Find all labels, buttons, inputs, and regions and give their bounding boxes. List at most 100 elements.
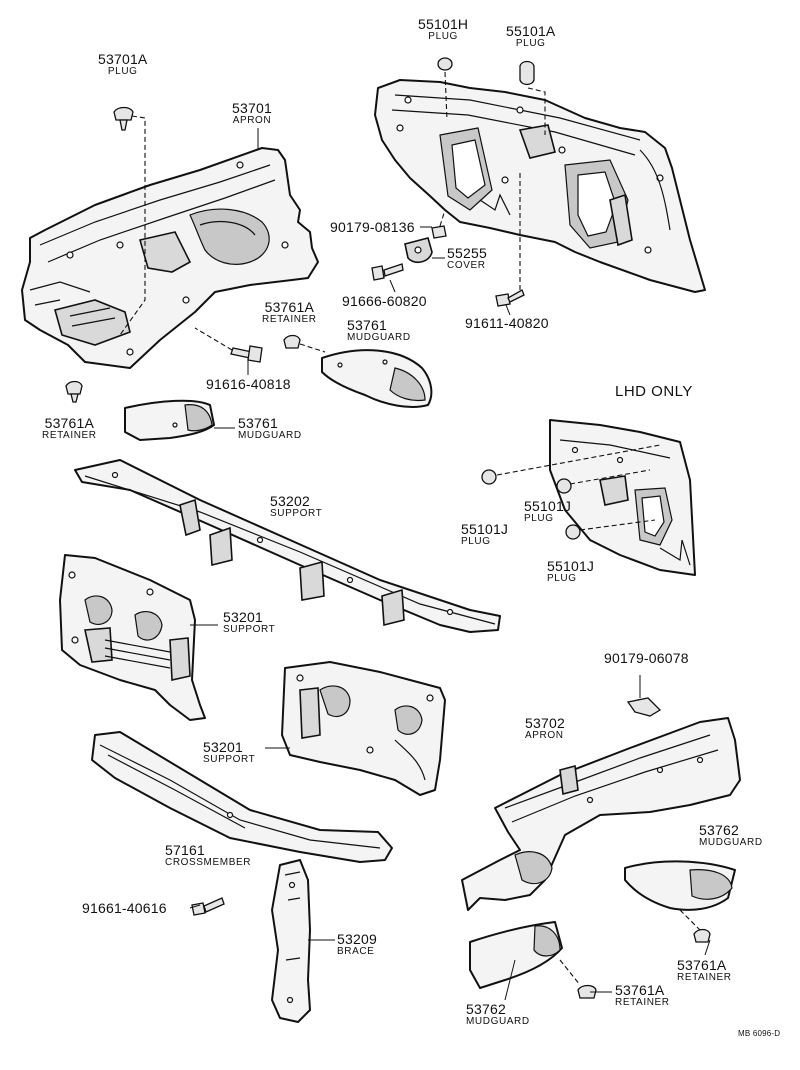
part-number: 53761 [238, 415, 278, 431]
crossmember-57161-part [91, 731, 393, 863]
label-53761-left: 53761 MUDGUARD [238, 416, 302, 441]
part-name: PLUG [515, 38, 546, 49]
support-53202-part [74, 459, 501, 633]
label-55255: 55255 COVER [447, 246, 487, 271]
part-number: 91611-40820 [465, 315, 549, 331]
part-number: 53701A [98, 51, 148, 67]
part-number: 53702 [525, 715, 565, 731]
brace-53209-part [271, 859, 311, 1023]
label-53702: 53702 APRON [525, 716, 565, 741]
retainer-53761A-bottom-fastener [577, 984, 597, 999]
label-91666-60820: 91666-60820 [342, 294, 427, 308]
part-number: 91661-40616 [82, 900, 167, 916]
label-91661-40616: 91661-40616 [82, 901, 167, 915]
part-name: MUDGUARD [699, 837, 763, 848]
plug-53701A-fastener [113, 106, 146, 336]
part-name: PLUG [461, 536, 491, 547]
label-53202: 53202 SUPPORT [270, 494, 322, 519]
part-number: 55101J [524, 498, 572, 514]
label-53201-mid: 53201 SUPPORT [203, 740, 255, 765]
label-55101J-b: 55101J PLUG [524, 499, 571, 524]
retainer-53761A-right-fastener [693, 928, 711, 943]
part-name: SUPPORT [270, 508, 323, 519]
retainer-53761A-left-fastener [65, 380, 83, 403]
label-53209: 53209 BRACE [337, 932, 377, 957]
part-number: 53761A [264, 299, 315, 315]
part-name: PLUG [107, 66, 138, 77]
label-90179-06078: 90179-06078 [604, 651, 689, 665]
label-91616-40818: 91616-40818 [206, 377, 291, 391]
part-number: 55101H [418, 16, 469, 32]
label-53761-top: 53761 MUDGUARD [347, 318, 411, 343]
label-57161: 57161 CROSSMEMBER [165, 843, 251, 868]
label-55101H: 55101H PLUG [418, 17, 468, 42]
part-name: RETAINER [262, 314, 317, 325]
mudguard-53762-bottom-part [469, 921, 581, 989]
mudguard-53762-right-part [624, 860, 736, 931]
part-name: RETAINER [42, 430, 97, 441]
part-number: 91616-40818 [206, 376, 291, 392]
label-53761A-left: 53761A RETAINER [42, 416, 97, 441]
part-name: PLUG [524, 513, 554, 524]
part-number: 53761A [615, 982, 665, 998]
label-91611-40820: 91611-40820 [465, 316, 549, 330]
label-55101J-c: 55101J PLUG [547, 559, 594, 584]
part-name: MUDGUARD [347, 332, 411, 343]
part-number: 53761 [347, 317, 387, 333]
label-55101A: 55101A PLUG [506, 24, 555, 49]
cover-55255-part [404, 237, 433, 264]
part-name: CROSSMEMBER [165, 857, 252, 868]
clip-90179-06078-fastener [626, 697, 662, 717]
part-number: 53201 [223, 609, 263, 625]
lhd-only-note: LHD ONLY [615, 383, 693, 400]
part-name: APRON [232, 115, 272, 126]
part-name: PLUG [547, 573, 577, 584]
part-number: 53762 [699, 822, 739, 838]
label-53701: 53701 APRON [232, 101, 272, 126]
part-number: 53761A [44, 415, 95, 431]
lhd-dash-detail-part [549, 419, 696, 576]
part-number: 53209 [337, 931, 377, 947]
support-53201-left-part [59, 554, 206, 721]
bolt-91616-40818-fastener [194, 327, 263, 363]
part-number: 53701 [232, 100, 272, 116]
dash-panel-part [374, 79, 706, 293]
part-name: SUPPORT [203, 754, 256, 765]
label-53762-right: 53762 MUDGUARD [699, 823, 763, 848]
part-number: 90179-08136 [330, 219, 415, 235]
label-53761A-top: 53761A RETAINER [262, 300, 317, 325]
retainer-53761A-top-fastener [283, 334, 326, 353]
label-53761A-bottom: 53761A RETAINER [615, 983, 670, 1008]
part-number: 53761A [677, 957, 727, 973]
part-name: RETAINER [615, 997, 670, 1008]
part-number: 55255 [447, 245, 487, 261]
part-name: MUDGUARD [238, 430, 302, 441]
plug-55101A-fastener [519, 60, 546, 135]
part-number: 55101J [547, 558, 595, 574]
mudguard-53761-top-part [321, 349, 433, 408]
apron-53701-part [21, 147, 319, 369]
label-53701A: 53701A PLUG [98, 52, 147, 77]
part-number: 55101J [461, 521, 509, 537]
part-number: 55101A [506, 23, 556, 39]
label-55101J-a: 55101J PLUG [461, 522, 508, 547]
nut-90179-08136-fastener [431, 209, 447, 239]
part-name: APRON [525, 730, 564, 741]
plug-55101J-a-fastener [481, 444, 661, 485]
part-name: SUPPORT [223, 624, 276, 635]
part-number: 53762 [466, 1001, 506, 1017]
apron-53702-part [461, 717, 741, 911]
mudguard-53761-left-part [124, 399, 215, 441]
plug-55101J-c-fastener [565, 519, 656, 540]
label-53201-left: 53201 SUPPORT [223, 610, 275, 635]
part-name: PLUG [428, 31, 458, 42]
part-name: MUDGUARD [466, 1016, 530, 1027]
label-53762-bottom: 53762 MUDGUARD [466, 1002, 530, 1027]
part-name: COVER [447, 260, 486, 271]
support-53201-mid-part [281, 661, 446, 796]
plug-55101H-fastener [437, 57, 453, 121]
part-name: RETAINER [677, 972, 732, 983]
plug-55101J-b-fastener [556, 469, 651, 494]
label-90179-08136: 90179-08136 [330, 220, 415, 234]
